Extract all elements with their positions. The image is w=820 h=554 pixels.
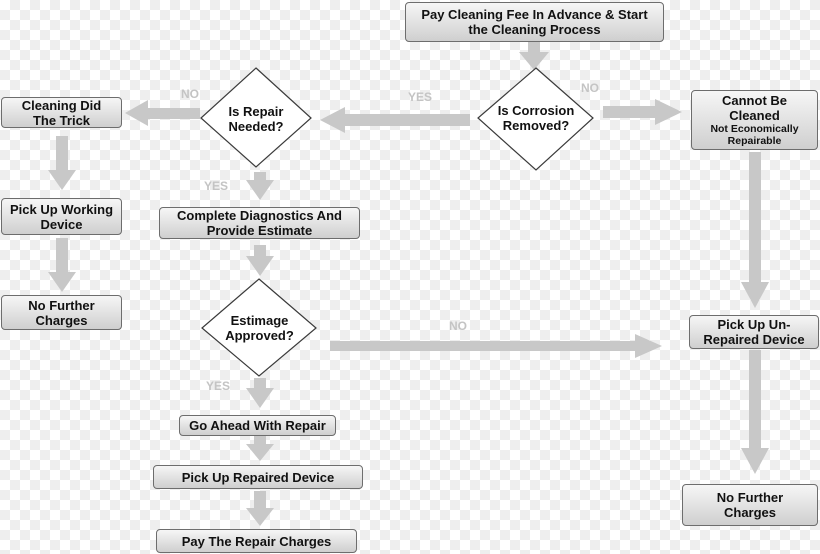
estimate-yes-label: YES [206,379,231,393]
cannot-clean-box: Cannot Be Cleaned Not Economically Repai… [691,90,818,150]
arrow-estimate-no [330,334,662,358]
arrow-pickup-to-pay [246,491,274,526]
arrow-start-to-corrosion [519,42,549,70]
arrow-diagnostics-to-estimate [246,245,274,276]
pick-repaired-box: Pick Up Repaired Device [153,465,363,489]
arrow-repair-yes [246,172,274,200]
pick-unrepaired-box: Pick Up Un-Repaired Device [689,315,819,349]
arrow-unrepaired-to-nocharges [741,350,769,474]
arrow-cannot-to-pickup [741,152,769,308]
arrow-corrosion-no [603,99,682,125]
estimate-question: Estimage Approved? [225,313,294,343]
arrow-corrosion-yes [320,107,470,133]
arrow-estimate-yes [246,378,274,408]
repair-question: Is Repair Needed? [228,104,284,134]
arrow-repair-no [125,100,200,126]
cannot-clean-subtitle: Not Economically Repairable [710,123,799,147]
repair-yes-label: YES [204,179,229,193]
cannot-clean-title: Cannot Be Cleaned [722,93,787,123]
start-text: Pay Cleaning Fee In Advance & Start the … [421,7,648,37]
corrosion-question: Is Corrosion Removed? [497,103,575,133]
arrow-repair-to-pickup [246,436,274,461]
corrosion-no-label: NO [581,81,599,95]
arrow-pickup-to-nocharges [48,238,76,292]
arrow-cleaning-to-pickup [48,136,76,190]
start-box: Pay Cleaning Fee In Advance & Start the … [405,2,664,42]
no-charges-right-box: No Further Charges [682,484,818,526]
diagnostics-box: Complete Diagnostics And Provide Estimat… [159,207,360,239]
corrosion-yes-label: YES [408,90,433,104]
cleaning-did-box: Cleaning Did The Trick [1,97,122,128]
no-charges-left-box: No Further Charges [1,295,122,330]
repair-no-label: NO [181,87,199,101]
pay-box: Pay The Repair Charges [156,529,357,553]
corrosion-decision-diamond [477,67,594,171]
estimate-decision-diamond [201,278,317,377]
pick-working-box: Pick Up Working Device [1,198,122,235]
repair-box: Go Ahead With Repair [179,415,336,436]
estimate-no-label: NO [449,319,467,333]
repair-decision-diamond [200,67,312,168]
